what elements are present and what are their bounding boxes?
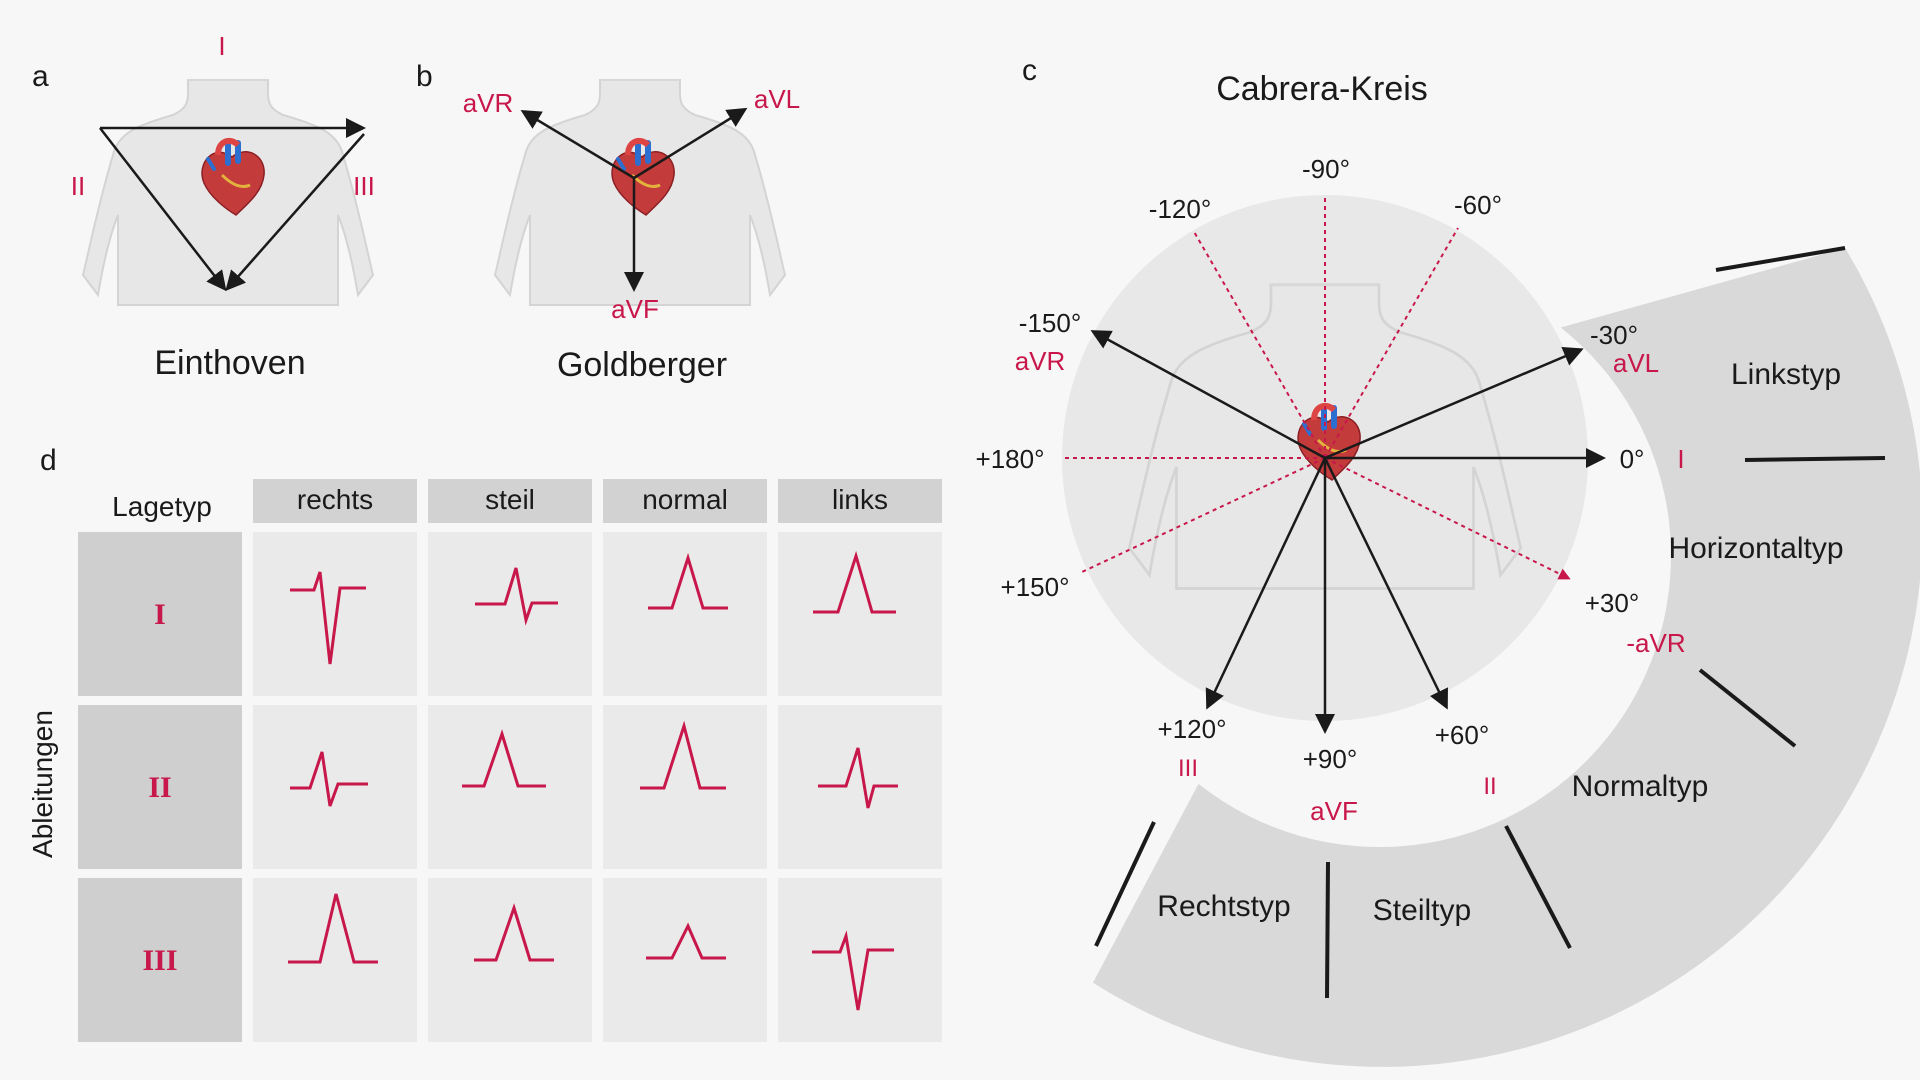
lead-iii-label: III <box>353 171 375 201</box>
column-header-label: rechts <box>297 484 373 515</box>
zone-label-rechtstyp: Rechtstyp <box>1157 890 1290 923</box>
ecg-trace <box>290 571 366 665</box>
lead-label: aVF <box>1310 796 1358 826</box>
zone-boundary-tick <box>1504 825 1572 949</box>
lead-iii-arrow <box>225 133 365 291</box>
lead-vectors <box>1090 330 1606 734</box>
lead-i-label: I <box>218 31 225 61</box>
column-header-label: normal <box>642 484 728 515</box>
column-header-steil <box>428 479 592 523</box>
panel-d: d Lagetyp Ableitungen rechts steil norma… <box>27 444 942 1042</box>
table-cell <box>428 705 592 869</box>
row-header-label: III <box>142 944 177 977</box>
panel-a-title: Einthoven <box>154 344 305 382</box>
table-cell <box>603 532 767 696</box>
panel-b-letter: b <box>416 60 433 93</box>
ecg-trace <box>290 751 368 807</box>
angle-label: -120° <box>1149 194 1211 224</box>
avl-arrow <box>633 107 748 180</box>
ecg-trace <box>818 747 898 809</box>
table-cell <box>778 878 942 1042</box>
ecg-trace <box>813 550 896 614</box>
angle-label: -90° <box>1302 154 1350 184</box>
ecg-trace <box>474 903 554 962</box>
table-cell <box>253 532 417 696</box>
angle-label: +90° <box>1303 744 1358 774</box>
row-header-label: I <box>154 598 166 631</box>
zone-label-steiltyp: Steiltyp <box>1373 894 1471 927</box>
table-side-label: Ableitungen <box>27 710 58 858</box>
panel-b-title: Goldberger <box>557 346 727 384</box>
column-header-label: steil <box>485 484 535 515</box>
angle-label: +180° <box>976 444 1045 474</box>
table-cell <box>253 878 417 1042</box>
row-header-i <box>78 532 242 696</box>
column-header-label: links <box>832 484 888 515</box>
angle-label: +150° <box>1001 572 1070 602</box>
avf-label: aVF <box>611 294 659 324</box>
table-cell <box>428 878 592 1042</box>
angle-label: -30° <box>1590 320 1638 350</box>
column-header-links <box>778 479 942 523</box>
lead-label: aVL <box>1613 348 1659 378</box>
panel-d-letter: d <box>40 444 57 477</box>
angle-label: +60° <box>1435 720 1490 750</box>
zone-boundary-tick <box>1744 456 1886 462</box>
avr-label: aVR <box>463 88 514 118</box>
ecg-trace <box>640 720 726 790</box>
lead-label: III <box>1178 755 1198 782</box>
ecg-trace <box>646 922 726 960</box>
zone-label-normaltyp: Normaltyp <box>1572 770 1709 803</box>
ecg-trace <box>812 930 894 1011</box>
zone-boundary-tick <box>1698 668 1797 748</box>
table-cell <box>603 878 767 1042</box>
row-header-ii <box>78 705 242 869</box>
panel-c-title: Cabrera-Kreis <box>1216 70 1428 108</box>
lead-label: I <box>1677 444 1684 474</box>
panel-c-letter: c <box>1022 54 1037 87</box>
table-cells <box>253 532 942 1042</box>
ecg-trace <box>288 893 378 964</box>
panel-a: a I II III Einthoven <box>32 31 375 382</box>
row-header-iii <box>78 878 242 1042</box>
angle-label: -60° <box>1454 190 1502 220</box>
column-header-normal <box>603 479 767 523</box>
dashed-axes <box>1062 195 1571 580</box>
zone-boundary-tick <box>1715 246 1846 272</box>
zone-label-horizontaltyp: Horizontaltyp <box>1668 532 1843 565</box>
ecg-trace <box>462 729 546 788</box>
angle-label: 0° <box>1620 444 1645 474</box>
table-cell <box>428 532 592 696</box>
zone-label-linkstyp: Linkstyp <box>1731 358 1841 391</box>
zone-boundary-tick <box>1325 861 1330 999</box>
lead-ii-label: II <box>71 171 85 201</box>
angle-label: -150° <box>1019 308 1081 338</box>
table-cell <box>778 705 942 869</box>
avl-label: aVL <box>754 84 800 114</box>
table-cell <box>778 532 942 696</box>
lead-label: aVR <box>1015 346 1066 376</box>
column-header-rechts <box>253 479 417 523</box>
lead-label: II <box>1483 773 1496 800</box>
zone-boundary-tick <box>1094 821 1156 947</box>
lead-label: -aVR <box>1626 628 1685 658</box>
ecg-trace <box>648 552 728 610</box>
panel-c: c Cabrera-Kreis <box>976 54 1920 1067</box>
lead-ii-arrow <box>99 127 227 292</box>
row-header-label: II <box>148 771 171 804</box>
panel-a-letter: a <box>32 60 49 93</box>
angle-label: +30° <box>1585 588 1640 618</box>
avr-arrow <box>520 109 635 180</box>
table-corner-label: Lagetyp <box>112 491 212 522</box>
table-cell <box>253 705 417 869</box>
ecg-trace <box>475 567 558 626</box>
angle-label: +120° <box>1158 714 1227 744</box>
axis-zone-band <box>1093 248 1920 1067</box>
ecg-waveforms <box>288 550 898 1011</box>
panel-b: b aVR aVL aVF Goldberger <box>416 60 800 384</box>
